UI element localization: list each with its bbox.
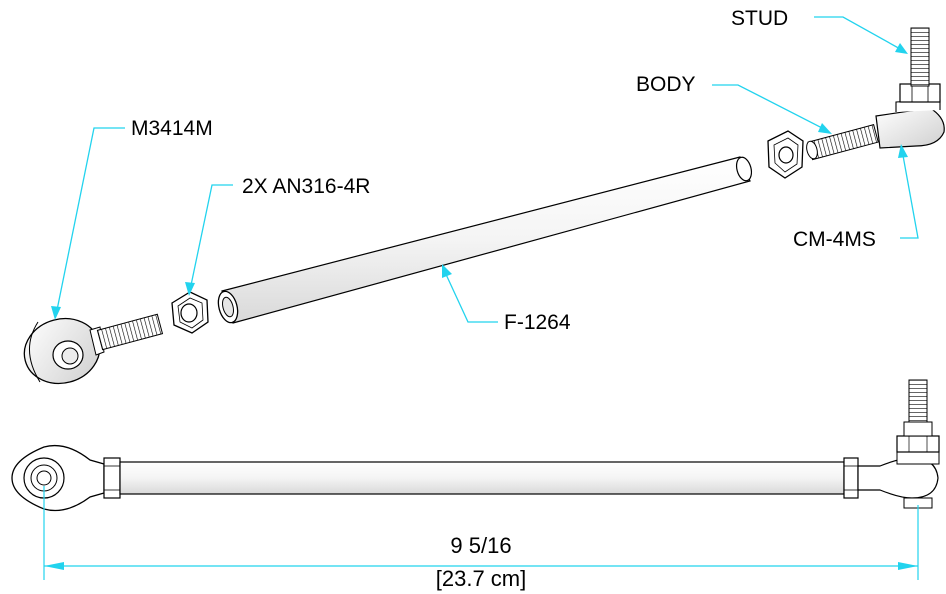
jam-nut-right-iso [767,130,804,179]
label-body: BODY [636,73,696,96]
rod-end-cm4ms-iso [806,27,945,161]
jam-nut-left-iso [171,291,209,334]
side-view [11,379,940,512]
leader-arrowheads [51,43,908,320]
rod-end-m3414m-iso [23,313,164,385]
label-f1264: F-1264 [504,311,571,334]
leader-lines [55,16,919,323]
dimension-lines [43,486,919,580]
label-stud: STUD [731,7,789,30]
label-an316: 2X AN316-4R [242,175,371,198]
tube-f1264-iso [217,156,753,324]
label-cm4ms: CM-4MS [793,228,876,251]
dimension-metric: [23.7 cm] [435,566,527,591]
dimension-imperial: 9 5/16 [450,533,512,558]
label-m3414m: M3414M [131,117,213,140]
